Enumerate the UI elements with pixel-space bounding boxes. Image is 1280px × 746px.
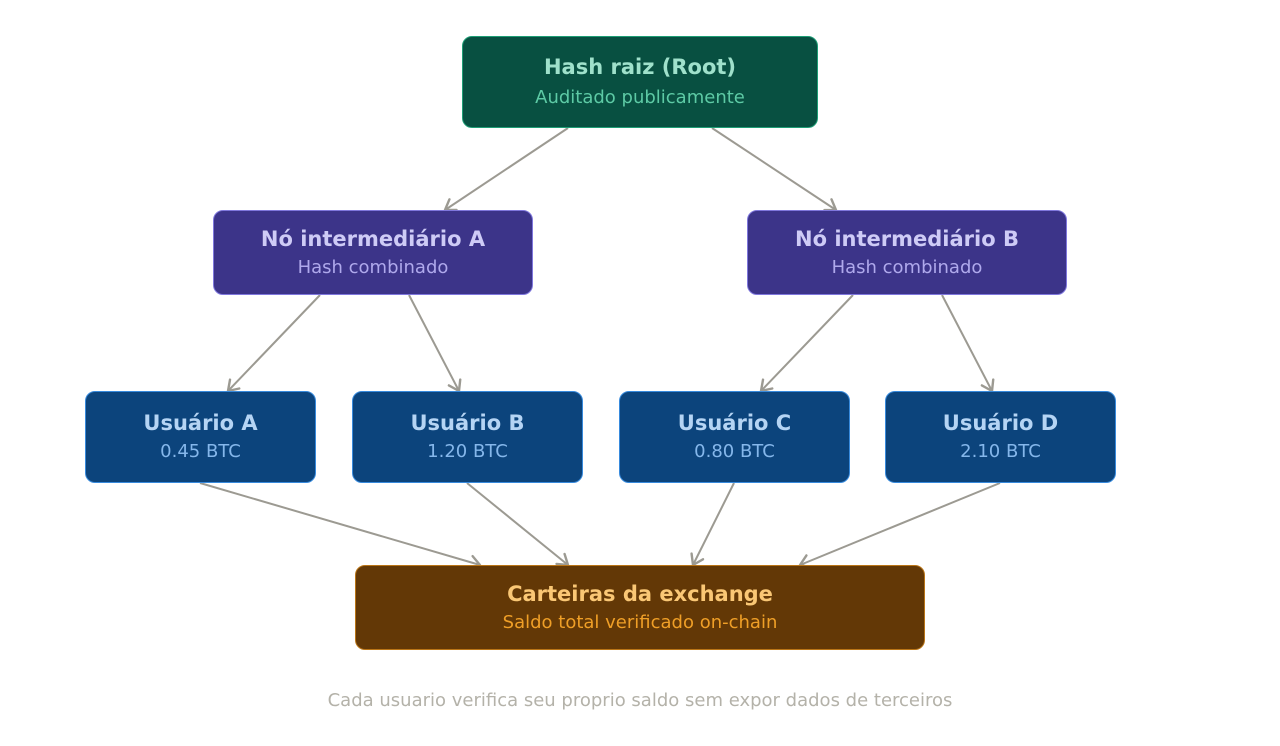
- root-hash-subtitle: Auditado publicamente: [535, 87, 745, 108]
- exchange-wallets-node: Carteiras da exchange Saldo total verifi…: [355, 565, 925, 650]
- intermediate-node-b-title: Nó intermediário B: [795, 226, 1019, 251]
- exchange-wallets-title: Carteiras da exchange: [507, 581, 773, 606]
- user-b-name: Usuário B: [410, 411, 525, 435]
- user-node-a: Usuário A 0.45 BTC: [85, 391, 316, 483]
- edge-user-b-to-exchange: [466, 482, 570, 567]
- exchange-wallets-subtitle: Saldo total verificado on-chain: [502, 611, 778, 633]
- root-hash-node: Hash raiz (Root) Auditado publicamente: [462, 36, 818, 128]
- user-a-name: Usuário A: [143, 411, 258, 435]
- user-a-balance: 0.45 BTC: [160, 441, 241, 462]
- diagram-caption: Cada usuario verifica seu proprio saldo …: [327, 690, 953, 711]
- edge-intermediate-a-to-user-a: [226, 294, 321, 393]
- intermediate-node-b-subtitle: Hash combinado: [831, 256, 983, 278]
- edge-intermediate-b-to-user-c: [759, 294, 854, 393]
- user-c-balance: 0.80 BTC: [694, 441, 775, 462]
- edge-user-d-to-exchange: [798, 482, 1001, 569]
- user-b-balance: 1.20 BTC: [427, 441, 508, 462]
- user-node-d: Usuário D 2.10 BTC: [885, 391, 1116, 483]
- intermediate-node-a-subtitle: Hash combinado: [297, 256, 449, 278]
- user-c-name: Usuário C: [677, 411, 792, 435]
- root-hash-title: Hash raiz (Root): [543, 55, 737, 79]
- edge-user-a-to-exchange: [199, 482, 482, 570]
- user-node-c: Usuário C 0.80 BTC: [619, 391, 850, 483]
- user-d-name: Usuário D: [942, 411, 1059, 435]
- edge-root-to-intermediate-a: [443, 127, 569, 212]
- intermediate-node-a-title: Nó intermediário A: [260, 226, 486, 251]
- edge-user-c-to-exchange: [690, 482, 735, 567]
- user-node-b: Usuário B 1.20 BTC: [352, 391, 583, 483]
- edge-intermediate-b-to-user-d: [941, 294, 995, 393]
- edge-root-to-intermediate-b: [711, 127, 838, 212]
- edge-intermediate-a-to-user-b: [408, 294, 462, 393]
- user-d-balance: 2.10 BTC: [960, 441, 1041, 462]
- intermediate-node-b: Nó intermediário B Hash combinado: [747, 210, 1067, 295]
- intermediate-node-a: Nó intermediário A Hash combinado: [213, 210, 533, 295]
